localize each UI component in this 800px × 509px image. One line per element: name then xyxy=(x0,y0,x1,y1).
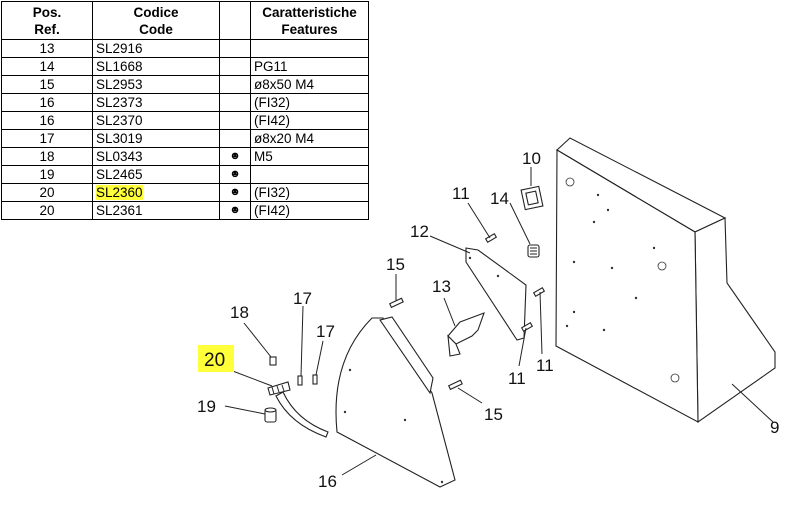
callout-14: 14 xyxy=(490,189,509,208)
part-9-housing xyxy=(555,137,776,424)
callout-17-lower: 17 xyxy=(316,322,335,341)
part-16-side-panel xyxy=(335,316,456,488)
callout-9: 9 xyxy=(770,418,779,437)
row-pos: 20 xyxy=(1,201,93,220)
callouts: 9 10 11 14 12 15 13 17 18 17 11 11 19 15… xyxy=(197,149,779,491)
callout-12: 12 xyxy=(410,222,429,241)
part-20-curved-strip xyxy=(267,381,329,438)
callout-13: 13 xyxy=(432,277,451,296)
callout-17-top: 17 xyxy=(293,289,312,308)
callout-18: 18 xyxy=(230,303,249,322)
callout-11-right: 11 xyxy=(536,356,554,375)
callout-11-mid: 11 xyxy=(508,369,526,388)
header-code: Codice Code xyxy=(92,1,220,40)
row-features: (FI32) xyxy=(250,93,369,112)
row-features: ø8x20 M4 xyxy=(250,129,369,148)
row-features: (FI32) xyxy=(250,183,369,202)
callout-20: 20 xyxy=(204,350,225,371)
header-features: Caratteristiche Features xyxy=(250,1,369,40)
row-code: SL2370 xyxy=(92,111,220,130)
callout-15-bottom: 15 xyxy=(484,405,503,424)
row-features: PG11 xyxy=(250,57,369,76)
row-pos: 16 xyxy=(1,93,93,112)
parts-table: Pos. Ref. Codice Code Caratteristiche Fe… xyxy=(1,1,369,220)
callout-16: 16 xyxy=(318,472,337,491)
row-code: SL2361 xyxy=(92,201,220,220)
callout-10: 10 xyxy=(522,149,541,168)
callout-20-highlight xyxy=(198,345,234,372)
part-18-screw xyxy=(269,356,277,366)
part-14-gland xyxy=(527,244,540,258)
callout-15-top: 15 xyxy=(386,255,405,274)
row-features: (FI42) xyxy=(250,201,369,220)
part-13-cover xyxy=(447,312,485,357)
header-pos: Pos. Ref. xyxy=(1,1,93,40)
row-code: SL3019 xyxy=(92,129,220,148)
part-19-bushing xyxy=(264,407,277,423)
header-mark xyxy=(219,1,251,40)
table-header-row: Pos. Ref. Codice Code Caratteristiche Fe… xyxy=(1,1,369,40)
highlighted-code: SL2360 xyxy=(96,185,143,200)
part-17-studs xyxy=(297,374,318,386)
callout-19: 19 xyxy=(197,397,216,416)
row-code: SL2373 xyxy=(92,93,220,112)
leader-lines xyxy=(224,167,774,476)
part-10-connector xyxy=(520,185,544,211)
callout-11-top: 11 xyxy=(452,184,470,203)
row-pos: 19 xyxy=(1,165,93,184)
